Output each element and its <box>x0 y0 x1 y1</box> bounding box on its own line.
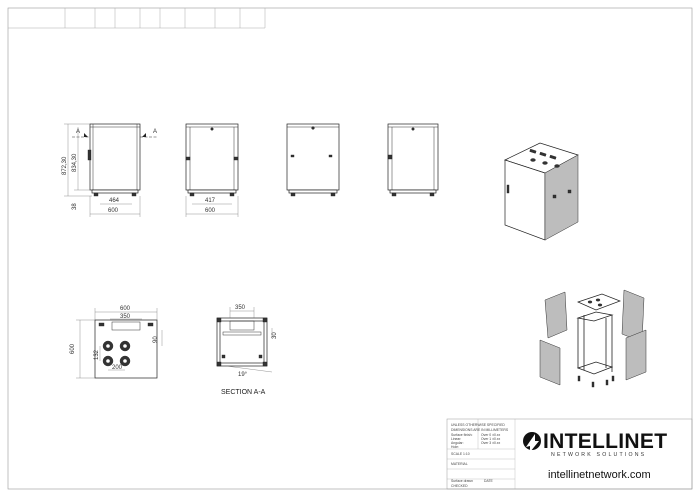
tb-line4: Linear: <box>451 437 461 441</box>
brand-tagline: NETWORK SOLUTIONS <box>551 452 646 458</box>
tb-date: DATE <box>484 479 494 483</box>
front-frame-view: 417 600 <box>185 123 239 217</box>
dim-width-inner: 417 <box>205 198 216 204</box>
tb-tol3: Over 3 ±0.xx <box>481 441 501 445</box>
top-view: 600 350 600 90 132 200 <box>70 306 163 379</box>
dim-top-offset: 90 <box>153 336 159 343</box>
isometric-cabinet-view <box>504 142 579 241</box>
dim-top-depth: 600 <box>70 343 76 354</box>
dim-section-width: 350 <box>235 305 246 311</box>
tb-name-label: Surface drawn <box>451 479 473 483</box>
tb-material: MATERIAL <box>451 462 468 466</box>
side-view-right <box>387 123 439 197</box>
dim-top-hole-h: 200 <box>112 365 123 371</box>
tb-tol1: Over 0 ±0.xx <box>481 433 501 437</box>
dim-section-side: 30 <box>272 332 278 339</box>
dim-depth-inner: 464 <box>109 198 120 204</box>
dim-height-body: 834,30 <box>72 153 78 172</box>
section-marker-right: A <box>153 129 157 135</box>
tb-line5: Angular: <box>451 441 464 445</box>
tb-line6: Hole: <box>451 445 459 449</box>
dim-height-base: 38 <box>72 203 78 210</box>
tb-checked: CHECKED <box>451 484 468 488</box>
rear-view <box>286 123 340 197</box>
exploded-view <box>539 289 647 388</box>
tb-line1: UNLESS OTHERWISE SPECIFIED <box>451 423 505 427</box>
tb-tol2: Over 1 ±0.xx <box>481 437 501 441</box>
dim-top-width: 600 <box>120 306 131 312</box>
dim-width-outer-front: 600 <box>205 208 216 214</box>
side-elevation-view: A A 872,30 834,30 38 464 600 <box>62 123 158 217</box>
brand-url[interactable]: intellinetnetwork.com <box>548 469 651 481</box>
title-block: UNLESS OTHERWISE SPECIFIED DIMENSIONS AR… <box>446 418 693 490</box>
intellinet-logo: INTELLINET NETWORK SOLUTIONS <box>523 430 667 458</box>
tb-line2: DIMENSIONS ARE IN MILLIMETERS <box>451 428 509 432</box>
brand-name: INTELLINET <box>543 430 667 453</box>
section-a-a-view: 350 30 19° SECTION A-A <box>216 305 278 396</box>
dim-top-inner: 350 <box>120 314 131 320</box>
dim-height-total: 872,30 <box>62 156 68 175</box>
section-caption: SECTION A-A <box>221 389 266 396</box>
tb-line3: Surface finish: <box>451 433 473 437</box>
tb-scale: SCALE 1:10 <box>451 452 470 456</box>
dim-section-angle: 19° <box>238 372 248 378</box>
dim-top-hole-v: 132 <box>94 349 100 360</box>
dim-width-outer: 600 <box>108 208 119 214</box>
sheet-border <box>7 7 693 490</box>
top-reference-strip <box>8 8 266 29</box>
